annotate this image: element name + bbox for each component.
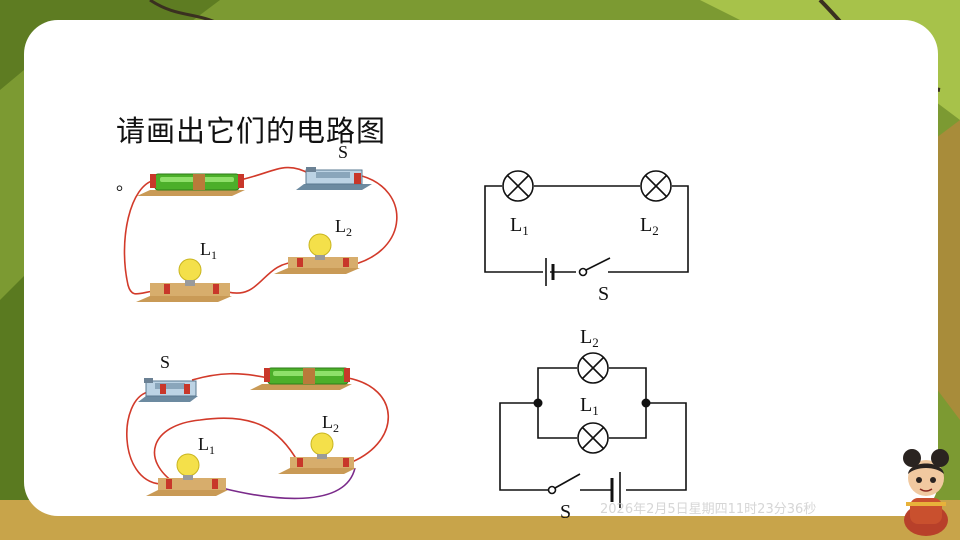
lamp-l2-component	[274, 233, 360, 274]
wire	[191, 372, 269, 381]
wire	[153, 417, 299, 485]
lamp-l1-component	[146, 453, 228, 496]
wire	[227, 261, 299, 294]
wire	[126, 391, 161, 485]
junction-dot	[641, 398, 651, 408]
parallel-lamp-l2-label: L2	[322, 412, 339, 435]
lamp-l2-label: L2	[335, 216, 352, 239]
title-period: 。	[116, 174, 134, 195]
switch-label: S	[338, 142, 348, 162]
lamp-l2-component	[278, 432, 356, 474]
wire	[123, 179, 161, 295]
wire	[239, 166, 311, 181]
switch-component	[296, 167, 372, 190]
physical-series-circuit: S L1 L2	[123, 142, 398, 302]
schematic-parallel-switch-label: S	[560, 501, 571, 523]
schematic-parallel-l2-label: L2	[580, 326, 599, 350]
timestamp-watermark: 2026年2月5日星期四11时23分36秒	[600, 502, 817, 517]
parallel-switch-label: S	[160, 352, 170, 372]
junction-dot	[533, 398, 543, 408]
wire	[221, 467, 356, 500]
schematic-series-l1-label: L1	[510, 214, 529, 238]
physical-parallel-circuit: S L1 L2	[126, 352, 389, 500]
mascot-character	[903, 449, 949, 536]
schematic-series-switch-label: S	[598, 283, 609, 305]
battery-holder	[250, 367, 352, 390]
wire	[347, 377, 389, 463]
switch-component	[138, 378, 198, 402]
wire	[351, 175, 398, 266]
battery-holder	[137, 173, 245, 196]
lamp-l1-component	[136, 258, 232, 302]
series-schematic	[484, 170, 689, 286]
slide-title: 请画出它们的电路图	[116, 114, 387, 148]
parallel-schematic	[499, 352, 687, 508]
schematic-series-l2-label: L2	[640, 214, 659, 238]
lamp-l1-label: L1	[200, 239, 217, 262]
slide-card	[24, 20, 938, 516]
schematic-parallel-l1-label: L1	[580, 394, 599, 418]
parallel-lamp-l1-label: L1	[198, 434, 215, 457]
